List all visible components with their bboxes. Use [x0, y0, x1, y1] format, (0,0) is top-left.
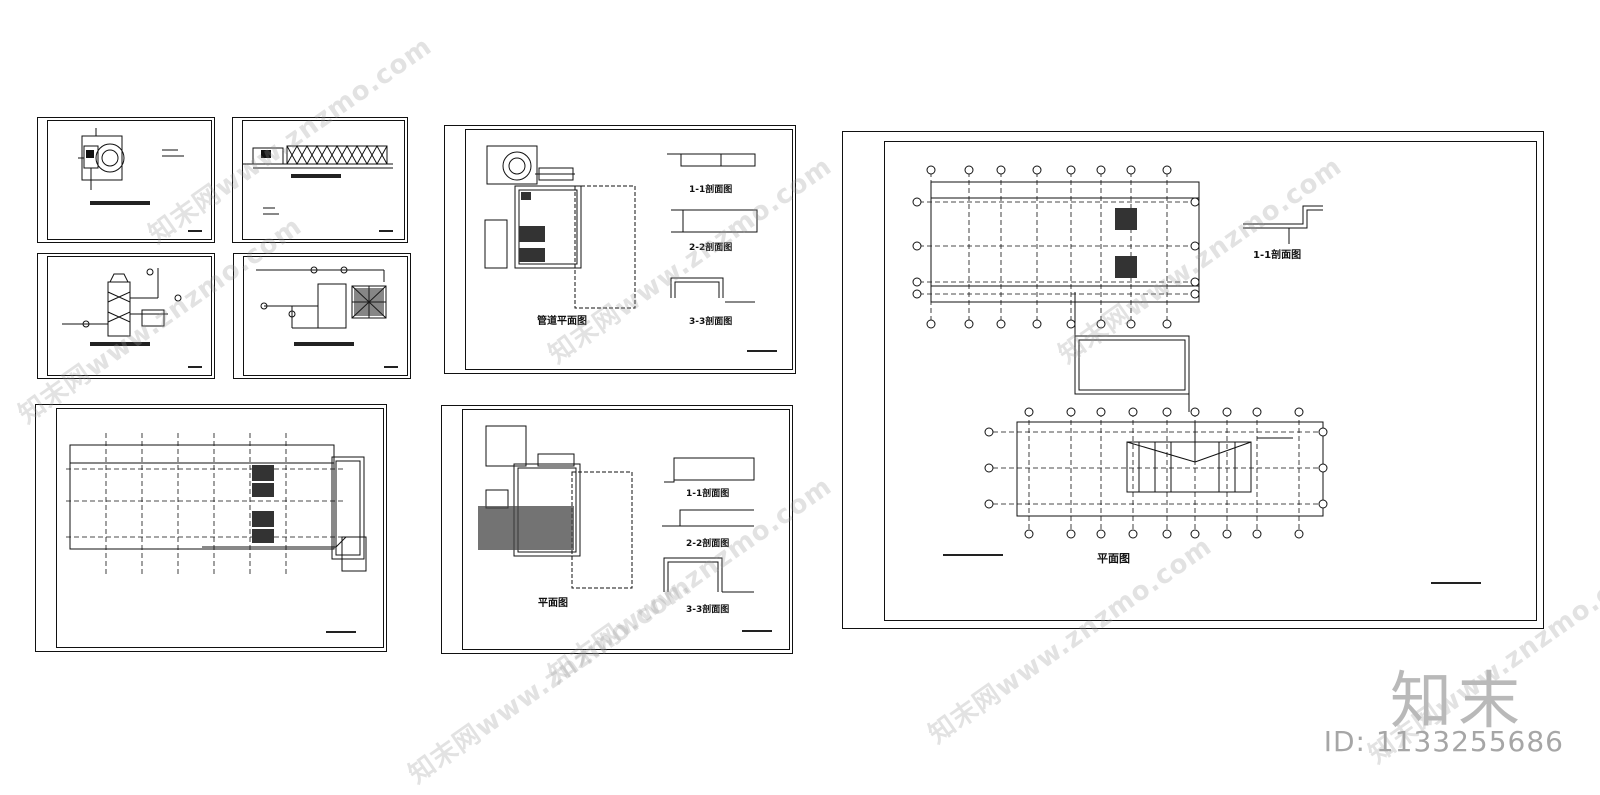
- sheet-6-section-1-1-title: 1-1剖面图: [689, 183, 732, 195]
- sheet-8-frame: [884, 141, 1537, 621]
- sheet-7-plan-title: 平面图: [538, 597, 568, 609]
- drawing-sheet-5: [35, 404, 387, 652]
- sheet-3-frame: [47, 256, 212, 376]
- sheet-6-frame: [465, 129, 793, 370]
- drawing-sheet-2: [232, 117, 408, 243]
- sheet-7-frame: [462, 409, 790, 650]
- sheet-7-section-3-3-title: 3-3剖面图: [686, 603, 729, 615]
- sheet-4-process-diagram: [256, 266, 398, 368]
- sheet-7-plan: 1-1剖面图 2-2剖面图 3-3剖面图 平面图: [478, 425, 772, 632]
- sheet-8-plan-title: 平面图: [1097, 552, 1130, 565]
- drawing-sheet-8: 1-1剖面图 平面图: [842, 131, 1544, 629]
- sheet-7-section-2-2-title: 2-2剖面图: [686, 537, 729, 549]
- sheet-8-section-1-1-title: 1-1剖面图: [1253, 248, 1301, 261]
- sheet-5-frame: [56, 408, 384, 648]
- drawing-sheet-4: [233, 253, 411, 379]
- sheet-2-truss-elevation: [243, 144, 393, 232]
- drawing-sheet-7: 1-1剖面图 2-2剖面图 3-3剖面图 平面图: [441, 405, 793, 654]
- drawing-sheet-6: 1-1剖面图 2-2剖面图 3-3剖面图 管道平面图: [444, 125, 796, 374]
- sheet-1-frame: [47, 120, 212, 240]
- sheet-6-pipe-plan-title: 管道平面图: [537, 314, 587, 327]
- sheet-7-section-1-1-title: 1-1剖面图: [686, 487, 729, 499]
- sheet-1-equipment-drawing: [78, 128, 202, 232]
- sheet-6-pipe-plan: 1-1剖面图 2-2剖面图 3-3剖面图 管道平面图: [484, 145, 777, 352]
- drawing-sheet-3: [37, 253, 215, 379]
- brand-logo: 知末: [1389, 664, 1526, 737]
- sheet-6-section-2-2-title: 2-2剖面图: [689, 241, 732, 253]
- asset-id-label: ID: 1133255686: [1323, 725, 1564, 758]
- sheet-8-general-plan: 1-1剖面图 平面图: [912, 165, 1481, 584]
- sheet-4-frame: [243, 256, 408, 376]
- sheet-6-section-3-3-title: 3-3剖面图: [689, 315, 732, 327]
- sheet-3-process-diagram: [62, 268, 202, 368]
- sheet-5-site-plan: [66, 433, 367, 633]
- drawing-sheet-1: [37, 117, 215, 243]
- sheet-2-frame: [242, 120, 405, 240]
